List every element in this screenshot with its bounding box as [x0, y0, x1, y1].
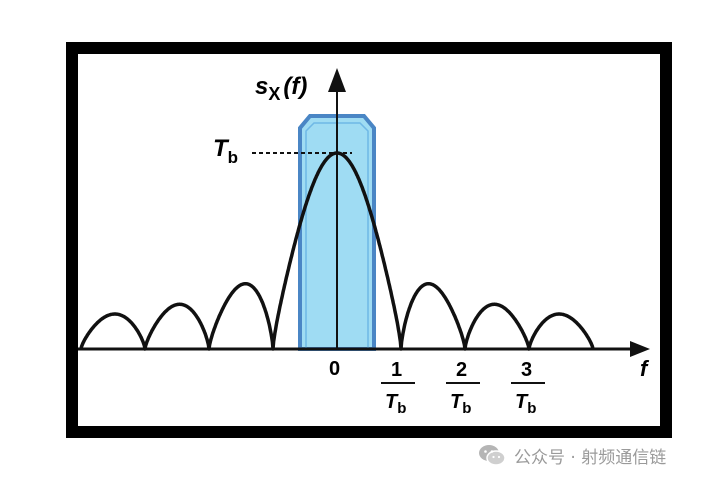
y-axis-label: sX(f): [255, 73, 307, 104]
watermark-text: 公众号 · 射频通信链: [514, 447, 667, 468]
tick-1-den-sub: b: [397, 400, 406, 417]
peak-label: Tb: [213, 135, 238, 167]
tick-2-numerator: 2: [456, 359, 467, 381]
tick-2-denominator: Tb: [450, 391, 471, 417]
y-label-arg: (f): [283, 73, 307, 100]
tick-3-numerator: 3: [521, 359, 532, 381]
watermark: 公众号 · 射频通信链: [478, 441, 666, 469]
tick-3-den-main: T: [515, 391, 529, 413]
tick-label-3: 3 Tb: [511, 359, 545, 417]
tick-3-den-sub: b: [527, 400, 536, 417]
x-axis-label: f: [640, 356, 650, 381]
tick-1-den-main: T: [385, 391, 399, 413]
tick-2-den-sub: b: [462, 400, 471, 417]
tick-1-numerator: 1: [391, 359, 402, 381]
tick-3-denominator: Tb: [515, 391, 536, 417]
x-axis-arrow-icon: [630, 341, 650, 357]
tick-label-2: 2 Tb: [446, 359, 480, 417]
y-axis-arrow-icon: [328, 68, 346, 92]
wechat-icon: [479, 445, 506, 466]
y-label-main: s: [255, 73, 268, 100]
peak-label-main: T: [213, 135, 230, 162]
tick-2-den-main: T: [450, 391, 464, 413]
tick-1-denominator: Tb: [385, 391, 406, 417]
origin-label: 0: [329, 358, 340, 380]
peak-label-sub: b: [228, 148, 238, 167]
tick-label-1: 1 Tb: [381, 359, 415, 417]
y-label-sub: X: [268, 84, 280, 104]
